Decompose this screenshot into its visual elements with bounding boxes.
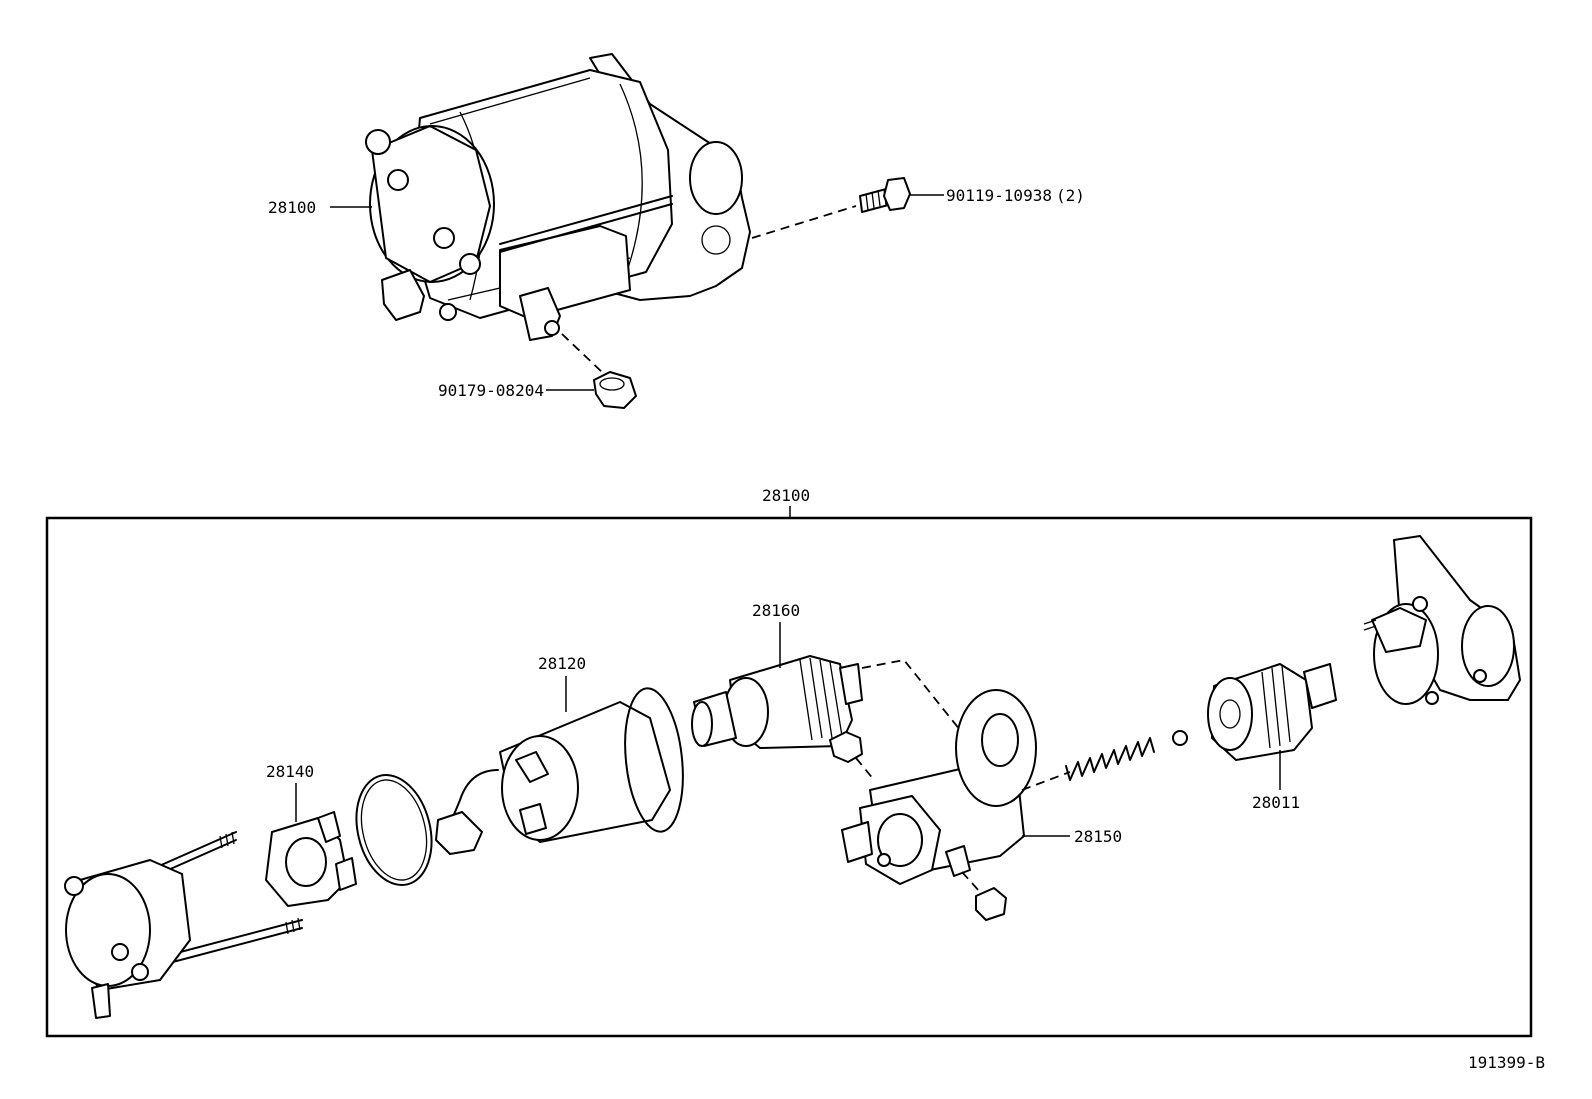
clutch-illustration: [1207, 663, 1337, 761]
spring-dashed-line: [1021, 771, 1071, 791]
o-ring-illustration: [355, 773, 433, 887]
box-nut-lower-dashed: [961, 871, 981, 893]
yoke-illustration: [435, 687, 684, 855]
starter-assembly-illustration: [365, 53, 751, 341]
nut-dashed-line: [561, 333, 605, 375]
end-frame-illustration: [64, 831, 303, 1019]
o-ring-inner: [360, 779, 428, 881]
label-28150: 28150: [1074, 827, 1122, 846]
box-nut-upper: [829, 731, 863, 763]
label-28011: 28011: [1252, 793, 1300, 812]
brush-holder-illustration: [265, 811, 357, 907]
bolt-part: [859, 177, 911, 213]
label-90179-08204: 90179-08204: [438, 381, 544, 400]
spring-illustration: [1065, 737, 1155, 781]
label-bolt-qty: (2): [1056, 186, 1085, 205]
exploded-view-frame: [45, 516, 1533, 1038]
ball-illustration: [1172, 730, 1188, 746]
label-28160: 28160: [752, 601, 800, 620]
housing-illustration: [841, 689, 1037, 885]
figure-id: 191399-B: [1468, 1053, 1545, 1072]
label-28100-top: 28100: [268, 198, 316, 217]
box-nut-lower: [975, 887, 1007, 921]
label-90119-10938: 90119-10938: [946, 186, 1052, 205]
nut-part: [593, 371, 637, 409]
box-nut-upper-dashed: [855, 757, 875, 781]
label-28140: 28140: [266, 762, 314, 781]
armature-illustration: [691, 655, 863, 749]
label-28100-box: 28100: [762, 486, 810, 505]
label-28120: 28120: [538, 654, 586, 673]
drive-housing-illustration: [1363, 535, 1521, 705]
bolt-dashed-line: [751, 205, 857, 239]
